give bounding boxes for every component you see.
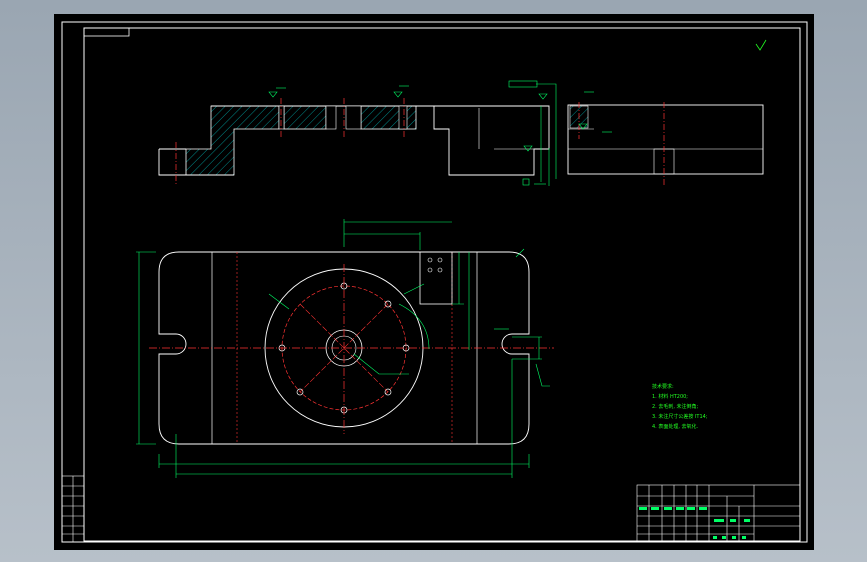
plan-view (136, 219, 554, 478)
title-block (636, 484, 801, 542)
section-slot-4 (398, 105, 408, 130)
locating-hole (437, 257, 443, 263)
drawing-sheet: 技术要求: 1. 材料 HT200; 2. 去毛刺, 未注倒角; 3. 未注尺寸… (54, 14, 814, 550)
bolt-hole (384, 388, 392, 396)
model-space (54, 14, 814, 550)
tech-req-item: 4. 表面处理, 去氧化. (652, 423, 699, 430)
section-view (158, 80, 557, 186)
section-slot-1 (278, 105, 285, 130)
bolt-hole (384, 300, 392, 308)
title-block-text-marks (639, 507, 750, 539)
locating-hole (427, 267, 433, 273)
section-slot-3 (345, 105, 362, 130)
tech-req-heading: 技术要求: (652, 383, 674, 390)
section-slot-2 (325, 105, 337, 130)
drawing-frame-inner (83, 27, 801, 542)
section-hatch-right (360, 105, 417, 130)
code-box (83, 27, 130, 37)
section-hatch-mid (283, 105, 327, 130)
section-dimensions (268, 80, 557, 186)
technical-requirements: 技术要求: 1. 材料 HT200; 2. 去毛刺, 未注倒角; 3. 未注尺寸… (652, 383, 708, 430)
locating-block (419, 251, 453, 305)
drawing-border (61, 21, 808, 543)
side-view (567, 91, 764, 186)
locating-hole (427, 257, 433, 263)
tech-req-item: 3. 未注尺寸公差按 IT14; (652, 413, 708, 420)
bolt-hole (296, 388, 304, 396)
plan-dimensions (136, 219, 550, 478)
tech-req-item: 1. 材料 HT200; (652, 393, 688, 400)
tech-req-item: 2. 去毛刺, 未注倒角; (652, 403, 699, 410)
side-view-dimensions (578, 91, 612, 133)
revision-table (61, 475, 85, 543)
diagonal-center-line (299, 303, 389, 393)
plate-outline (158, 251, 530, 445)
diagonal-center-line (299, 303, 389, 393)
locating-hole (437, 267, 443, 273)
surface-finish-mark (755, 39, 767, 51)
